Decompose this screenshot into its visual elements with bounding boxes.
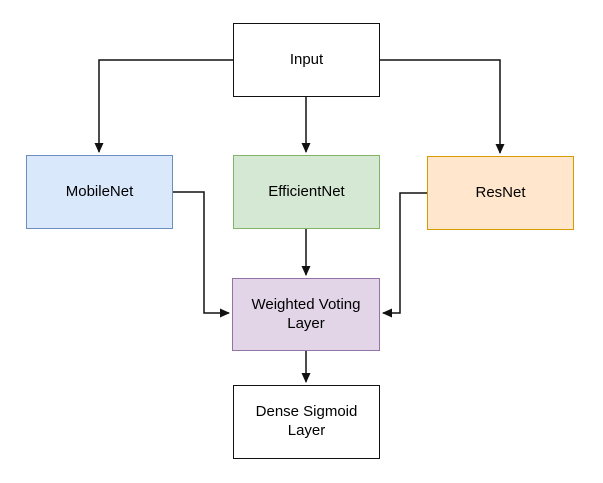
node-dense-sigmoid-layer: Dense Sigmoid Layer [233,385,380,459]
node-resnet-label: ResNet [475,183,526,201]
node-input: Input [233,23,380,97]
node-mobilenet: MobileNet [26,155,173,229]
edge-input-to-mobilenet [94,59,233,153]
node-efficientnet-label: EfficientNet [268,182,345,200]
node-input-label: Input [289,50,324,68]
node-weighted-voting-layer-label: Weighted Voting Layer [251,295,361,332]
edge-input-to-resnet [380,59,505,154]
node-efficientnet: EfficientNet [233,155,380,229]
node-resnet: ResNet [427,156,574,230]
node-weighted-voting-layer: Weighted Voting Layer [232,278,380,351]
edge-resnet-to-voting [382,192,427,318]
node-mobilenet-label: MobileNet [65,182,134,200]
edge-mobilenet-to-voting [173,191,230,318]
node-dense-sigmoid-layer-label: Dense Sigmoid Layer [255,403,358,439]
